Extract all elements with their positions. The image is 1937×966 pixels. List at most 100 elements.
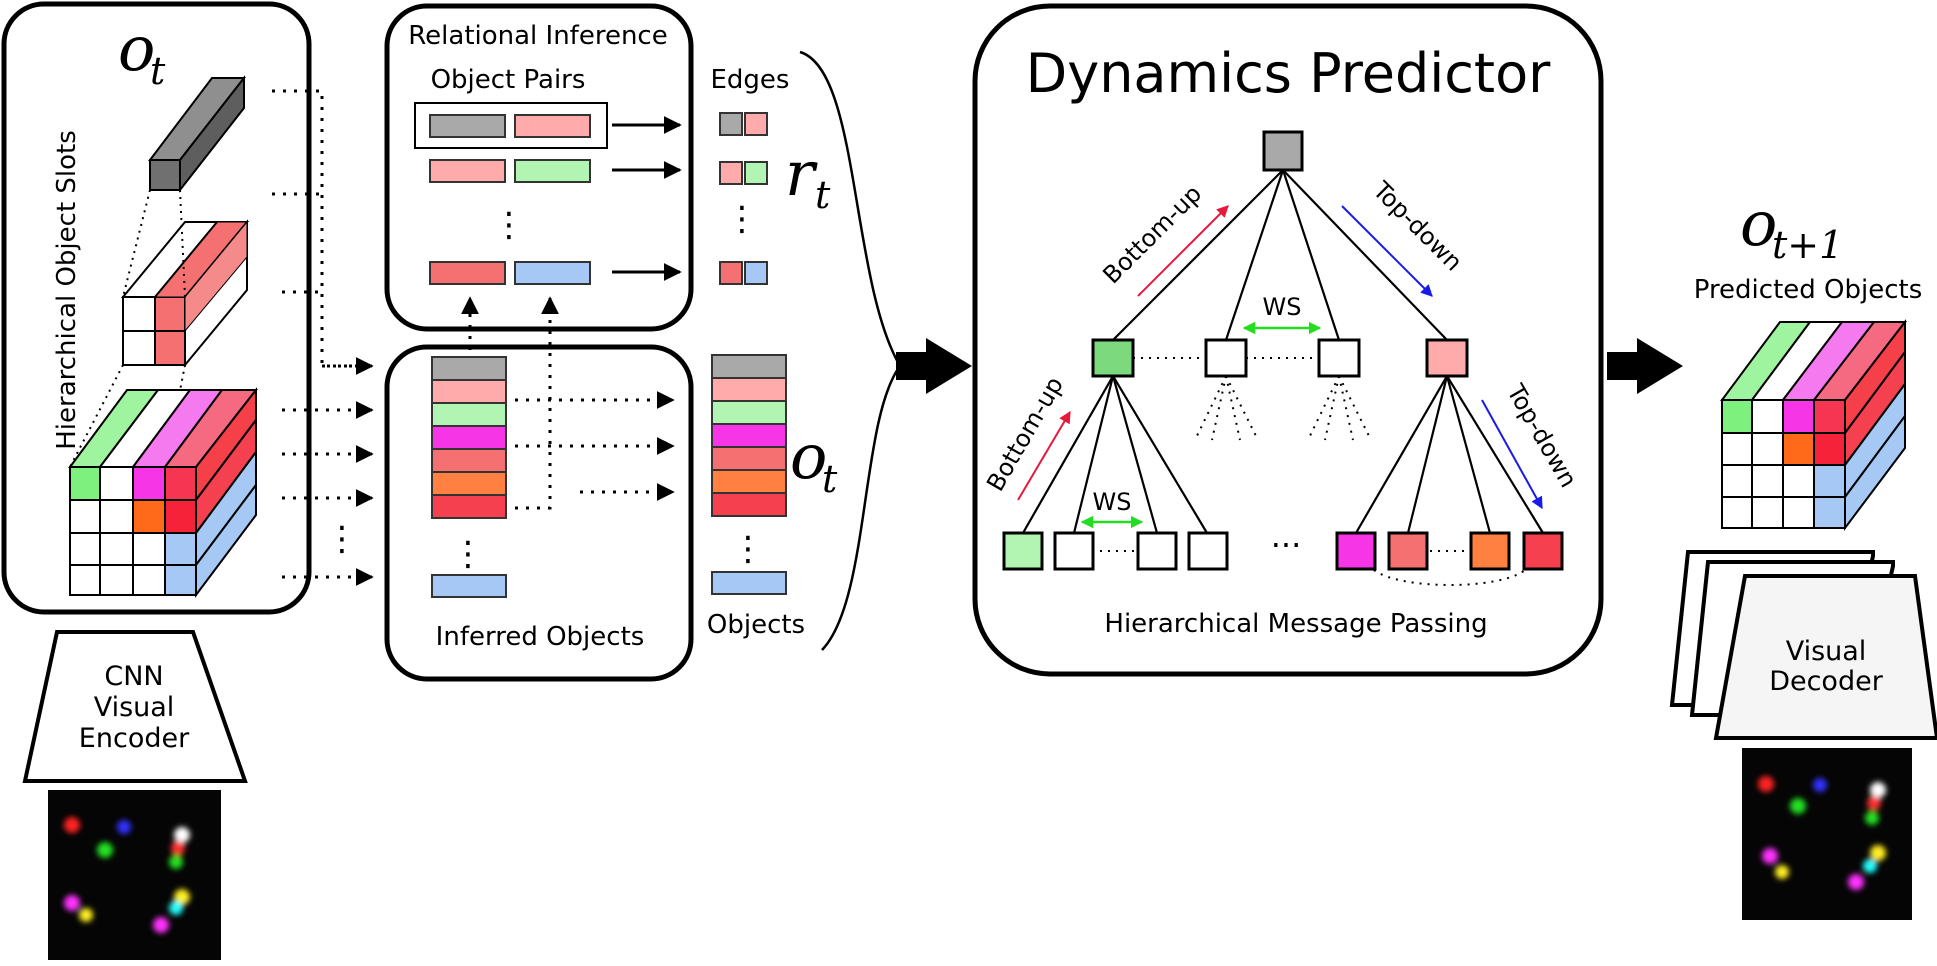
pair-to-edge-arrows xyxy=(612,116,682,281)
merge-brace xyxy=(799,50,902,651)
inferred-object-orange xyxy=(431,471,507,496)
pair-row-1 xyxy=(429,114,591,138)
inferred-object-salmon xyxy=(431,448,507,473)
slot-connectors xyxy=(272,89,374,586)
slot-column-gray xyxy=(147,75,247,193)
highlighted-pair-frame xyxy=(414,102,608,149)
slots-box xyxy=(1,1,312,615)
leaf-node-white-1 xyxy=(1053,531,1095,571)
edge-1 xyxy=(719,112,768,136)
input-frame-image xyxy=(48,790,221,960)
pairs-ellipsis: ⋮ xyxy=(492,205,526,245)
output-panel: o t+1 Predicted Objects xyxy=(1669,187,1937,920)
top-down-arrow-upper xyxy=(1341,205,1433,297)
arrow-to-dynamics xyxy=(896,338,972,394)
edges-label: Edges xyxy=(711,65,790,95)
o-t-sub-mid: t xyxy=(822,457,838,501)
object-magenta xyxy=(711,423,787,448)
inferred-object-red xyxy=(431,494,507,519)
mid-node-white-1 xyxy=(1204,338,1248,378)
dynamics-predictor-panel: Dynamics Predictor xyxy=(972,3,1604,677)
cnn-label-line2: Visual xyxy=(94,692,175,723)
predicted-objects-label: Predicted Objects xyxy=(1694,275,1923,305)
inferred-objects-label: Inferred Objects xyxy=(436,622,645,652)
leaf-node-salmon xyxy=(1387,531,1429,571)
objects-label: Objects xyxy=(707,610,805,640)
relational-title: Relational Inference xyxy=(408,21,667,51)
decoder-stack xyxy=(1669,550,1937,740)
mid-node-white-2 xyxy=(1317,338,1361,378)
slot-slab xyxy=(120,219,250,368)
o-t-symbol-left: o xyxy=(118,12,155,85)
ws-label-upper: WS xyxy=(1263,293,1302,321)
visual-decoder-shape xyxy=(1713,574,1937,740)
relational-inference-panel: Relational Inference Object Pairs ⋮ Edge… xyxy=(384,3,831,332)
objects-stack xyxy=(711,354,787,517)
r-t-sub: t xyxy=(815,173,831,217)
dynamics-footer: Hierarchical Message Passing xyxy=(1104,609,1487,639)
inferred-object-gray xyxy=(431,356,507,381)
output-frame-image xyxy=(1742,748,1912,920)
dynamics-title: Dynamics Predictor xyxy=(1026,42,1551,105)
pair-row-n xyxy=(429,261,591,285)
bottom-up-label-upper: Bottom-up xyxy=(1097,179,1207,289)
objects-last xyxy=(711,571,787,595)
slot-connectors-ellipsis: ⋮ xyxy=(325,519,359,559)
object-pink xyxy=(711,377,787,402)
object-orange xyxy=(711,469,787,494)
tree-edges xyxy=(1022,169,1544,534)
r-t-symbol: r xyxy=(785,137,818,210)
edges-ellipsis: ⋮ xyxy=(725,199,759,239)
edge-2 xyxy=(719,161,768,185)
top-down-arrow-lower xyxy=(1481,399,1543,510)
arrow-to-output xyxy=(1607,338,1683,394)
pair-row-2 xyxy=(429,159,591,183)
inferred-object-last xyxy=(431,574,507,598)
o-t-symbol-mid: o xyxy=(790,420,827,493)
dynamics-box xyxy=(972,3,1604,677)
o-next-symbol: o xyxy=(1740,187,1777,260)
top-down-label-lower: Top-down xyxy=(1501,379,1583,493)
inferred-object-light-green xyxy=(431,402,507,427)
bottom-up-arrow-lower xyxy=(1017,410,1071,501)
leaf-ellipsis: ··· xyxy=(1271,526,1302,564)
o-next-sub: t+1 xyxy=(1772,223,1843,267)
o-t-sub-left: t xyxy=(150,49,166,93)
leaf-node-white-3 xyxy=(1187,531,1229,571)
slot-cube xyxy=(68,387,259,598)
mid-node-green xyxy=(1091,338,1135,378)
object-red xyxy=(711,492,787,517)
cnn-label-line3: Encoder xyxy=(79,723,190,754)
leaf-node-orange xyxy=(1469,531,1511,571)
slots-label: Hierarchical Object Slots xyxy=(52,130,82,450)
bottom-up-arrow-upper xyxy=(1137,205,1229,297)
top-down-label-upper: Top-down xyxy=(1367,175,1468,276)
mid-node-pink xyxy=(1425,338,1469,378)
object-salmon xyxy=(711,446,787,471)
object-gray xyxy=(711,354,787,379)
inferred-object-stack xyxy=(431,356,507,519)
dotted-links xyxy=(1092,357,1526,586)
tree-nodes xyxy=(1002,130,1564,571)
edge-n xyxy=(719,261,768,285)
objects-ellipsis: ⋮ xyxy=(731,529,765,569)
encoder-panel: Hierarchical Object Slots o t xyxy=(1,1,312,960)
inferred-box xyxy=(384,344,694,682)
inferred-to-objects-arrows xyxy=(461,296,675,510)
root-node xyxy=(1262,130,1304,172)
ws-label-lower: WS xyxy=(1093,488,1132,516)
leaf-node-magenta xyxy=(1335,531,1377,571)
object-pairs-label: Object Pairs xyxy=(431,65,586,95)
decoder-label-line2: Decoder xyxy=(1769,666,1884,697)
predicted-cube xyxy=(1720,319,1908,531)
cnn-label-line1: CNN xyxy=(104,661,163,692)
cnn-encoder-shape xyxy=(22,630,248,783)
inferred-objects-panel: ⋮ Inferred Objects xyxy=(384,296,694,682)
leaf-node-red xyxy=(1522,531,1564,571)
decoder-label-line1: Visual xyxy=(1786,636,1867,667)
inferred-object-pink xyxy=(431,379,507,404)
leaf-node-lightgreen xyxy=(1002,531,1044,571)
objects-column: ⋮ Objects o t xyxy=(707,354,838,640)
relational-box xyxy=(384,3,694,332)
